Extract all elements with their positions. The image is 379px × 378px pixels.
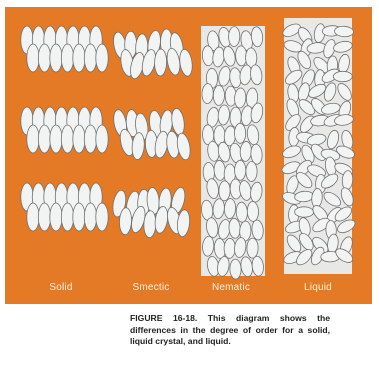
solid-molecule: [96, 203, 108, 231]
label-liquid: Liquid: [278, 282, 358, 293]
nematic-molecule: [224, 238, 236, 258]
smectic-molecule: [154, 49, 167, 76]
nematic-molecule: [246, 161, 257, 181]
solid-molecule: [96, 125, 108, 153]
solid-molecules: [21, 26, 108, 231]
solid-molecule: [61, 125, 73, 153]
nematic-molecules: [201, 26, 265, 279]
nematic-molecule: [213, 85, 225, 105]
solid-molecule: [38, 44, 50, 72]
solid-molecule: [73, 125, 85, 153]
label-solid: Solid: [21, 282, 101, 293]
solid-molecule: [61, 44, 73, 72]
nematic-molecule: [247, 238, 258, 258]
solid-molecule: [73, 203, 85, 231]
solid-molecule: [50, 125, 62, 153]
solid-molecule: [50, 44, 62, 72]
figure-caption: FIGURE 16-18. This diagram shows the dif…: [130, 313, 330, 348]
solid-molecule: [27, 125, 39, 153]
nematic-molecule: [228, 27, 240, 47]
solid-molecule: [50, 203, 62, 231]
nematic-molecule: [247, 201, 259, 221]
solid-molecule: [84, 44, 96, 72]
solid-molecule: [84, 125, 96, 153]
label-nematic: Nematic: [191, 282, 271, 293]
nematic-molecule: [234, 123, 245, 143]
solid-molecule: [73, 44, 85, 72]
label-smectic: Smectic: [111, 282, 191, 293]
solid-molecule: [61, 203, 73, 231]
solid-molecule: [27, 203, 39, 231]
diagram-panel: Solid Smectic Nematic Liquid: [5, 7, 372, 304]
liquid-molecule: [333, 71, 352, 82]
nematic-molecule: [219, 181, 231, 201]
liquid-molecule: [295, 207, 314, 218]
solid-molecule: [84, 203, 96, 231]
phase-diagram: [5, 7, 372, 304]
nematic-molecule: [235, 160, 246, 180]
solid-molecule: [27, 44, 39, 72]
solid-molecule: [96, 44, 108, 72]
nematic-molecule: [230, 259, 242, 279]
liquid-molecules: [280, 21, 357, 267]
solid-molecule: [38, 125, 50, 153]
smectic-molecules: [111, 29, 194, 238]
solid-molecule: [38, 203, 50, 231]
